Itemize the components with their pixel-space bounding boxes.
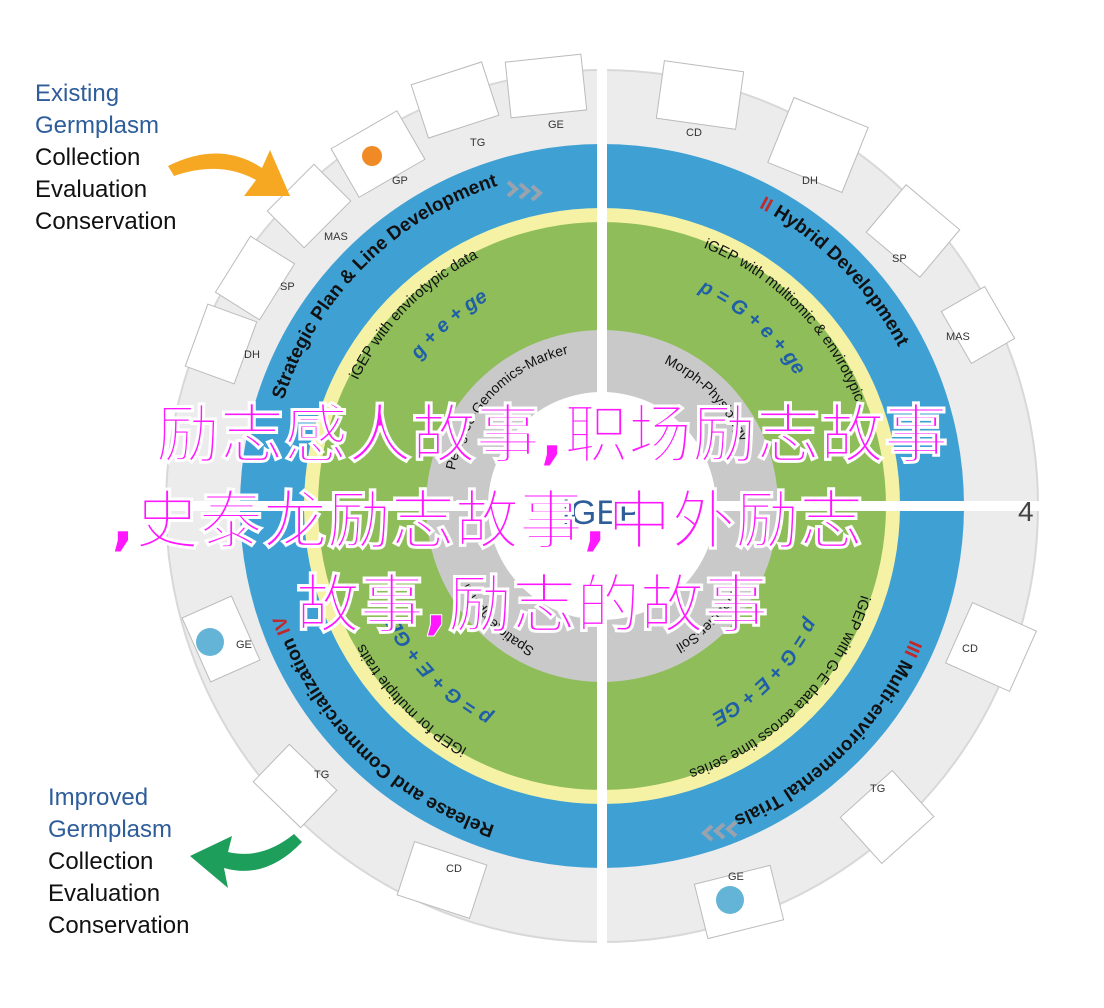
thumb [767, 96, 869, 194]
chevron-left-icon [724, 820, 738, 838]
outer-label: TG [470, 137, 485, 149]
outer-label: GE [728, 871, 744, 883]
thumb [252, 743, 338, 829]
overlay-title-line-2: ,史泰龙励志故事,中外励志 [110, 485, 864, 560]
ge-blue-icon [196, 628, 224, 656]
list-item: Existing [35, 80, 120, 107]
outer-label: DH [244, 349, 260, 361]
left-top-list: Existing Germplasm Collection Evaluation… [35, 78, 176, 238]
thumb [655, 60, 745, 130]
arrow-left-icon [190, 834, 302, 888]
chevron-left-icon [700, 824, 714, 842]
outer-number-label: 4 [1018, 496, 1034, 527]
thumb [410, 61, 500, 139]
chevron-right-icon [518, 182, 532, 200]
ge-blue-icon [716, 886, 744, 914]
outer-label: CD [446, 863, 462, 875]
outer-label: CD [686, 127, 702, 139]
thumb [396, 840, 488, 920]
chevron-icons [506, 180, 738, 842]
outer-label: SP [280, 281, 295, 293]
outer-label: GP [392, 175, 408, 187]
overlay-title-line-1: 励志感人故事,职场励志故事 [155, 399, 949, 474]
outer-label: GE [548, 119, 564, 131]
outer-label: TG [314, 769, 329, 781]
thumb [214, 235, 296, 321]
list-item: Collection [35, 144, 141, 171]
outer-label: TG [870, 783, 885, 795]
chevron-left-icon [712, 822, 726, 840]
thumb [504, 53, 588, 119]
list-item: Collection [48, 848, 154, 875]
separator-horizontal [150, 501, 1050, 511]
outer-label: MAS [324, 231, 348, 243]
list-item: Evaluation [35, 176, 148, 203]
thumb [865, 184, 961, 278]
center-label: iGEP [562, 494, 641, 532]
overlay-title-line-3: 故事,励志的故事 [295, 569, 769, 644]
arrow-right-icon [168, 150, 290, 196]
list-item: Germplasm [48, 816, 173, 843]
thumb [940, 285, 1016, 365]
list-item: Evaluation [48, 880, 161, 907]
outer-label: GE [236, 639, 252, 651]
list-item: Germplasm [35, 112, 160, 139]
thumb [266, 163, 352, 249]
outer-label: DH [802, 175, 818, 187]
thumb [839, 769, 935, 865]
list-item: Improved [48, 784, 149, 811]
gp-orange-icon [362, 146, 382, 166]
outer-label: SP [892, 253, 907, 265]
list-item: Conservation [48, 912, 190, 939]
thumb [184, 303, 258, 385]
left-bottom-list: Improved Germplasm Collection Evaluation… [48, 782, 189, 942]
chevron-right-icon [530, 184, 544, 202]
list-item: Conservation [35, 208, 177, 235]
outer-label: MAS [946, 331, 970, 343]
outer-label: CD [962, 643, 978, 655]
thumb [944, 601, 1038, 693]
chevron-right-icon [506, 180, 520, 198]
